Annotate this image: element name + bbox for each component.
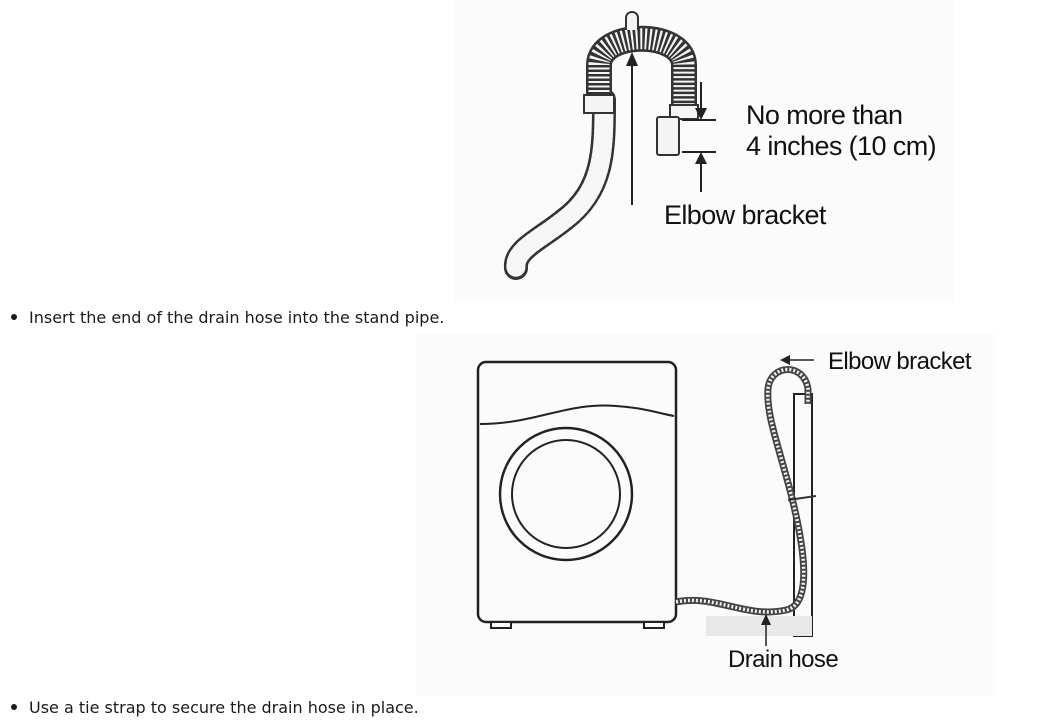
elbow-u-inner xyxy=(588,28,695,118)
list-item-text: Insert the end of the drain hose into th… xyxy=(29,308,445,327)
bullet-icon xyxy=(11,703,17,710)
stand-pipe-floor xyxy=(706,616,812,636)
drain-hose xyxy=(675,366,812,616)
hose-lower-inner xyxy=(506,90,614,278)
list-item: Insert the end of the drain hose into th… xyxy=(8,308,444,327)
left-collar xyxy=(583,94,615,114)
list-item: Use a tie strap to secure the drain hose… xyxy=(8,698,419,717)
tie-strap xyxy=(787,495,817,501)
hose-pointer-head xyxy=(761,614,771,625)
bullet-icon xyxy=(11,313,17,320)
hose-tip xyxy=(656,116,680,156)
washer-foot-left xyxy=(490,621,512,629)
elbow-hook xyxy=(625,11,639,30)
elbow-bracket-label: Elbow bracket xyxy=(664,200,826,230)
elbow-bracket-label: Elbow bracket xyxy=(828,348,972,375)
washer-standpipe-diagram: Elbow bracket Drain hose xyxy=(416,334,996,696)
limit-label-line1: No more than xyxy=(746,100,903,130)
washer-foot-right xyxy=(643,621,665,629)
elbow-bracket-illustration xyxy=(504,11,716,280)
washer-door-inner xyxy=(511,439,621,549)
limit-label-line2: 4 inches (10 cm) xyxy=(746,131,937,161)
dim-arrow-top-head xyxy=(695,108,707,120)
drain-hose-label: Drain hose xyxy=(728,646,839,673)
elbow-pointer-head xyxy=(626,52,638,66)
list-item-text: Use a tie strap to secure the drain hose… xyxy=(29,698,419,717)
washer-panel-curve xyxy=(479,404,675,425)
elbow-pointer-head xyxy=(780,355,790,365)
elbow-bracket-diagram: No more than 4 inches (10 cm) Elbow brac… xyxy=(454,0,954,303)
washer-standpipe-illustration xyxy=(476,355,817,646)
dim-arrow-bottom-head xyxy=(695,152,707,164)
